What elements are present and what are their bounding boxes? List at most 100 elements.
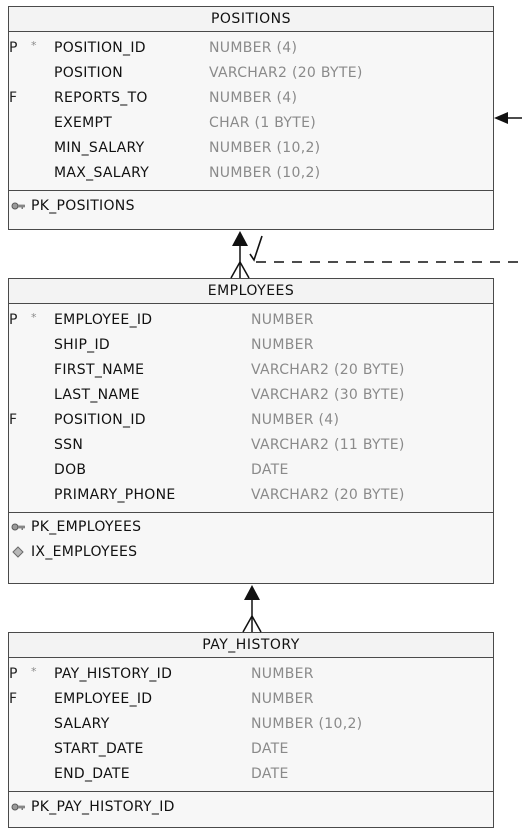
- column-type: VARCHAR2 (30 BYTE): [251, 387, 405, 403]
- column-type: NUMBER: [251, 312, 314, 328]
- column-row[interactable]: SSN VARCHAR2 (11 BYTE): [9, 433, 493, 458]
- key-flag: F: [9, 90, 18, 106]
- column-row[interactable]: F EMPLOYEE_ID NUMBER: [9, 687, 493, 712]
- column-row[interactable]: P * EMPLOYEE_ID NUMBER: [9, 308, 493, 333]
- mandatory-flag: *: [31, 39, 37, 52]
- column-name: EMPLOYEE_ID: [54, 312, 153, 328]
- crowfoot-line: [251, 615, 262, 633]
- constraint-list: PK_POSITIONS: [9, 190, 493, 219]
- key-flag: P: [9, 312, 18, 328]
- key-icon: [11, 803, 25, 811]
- column-row[interactable]: F POSITION_ID NUMBER (4): [9, 408, 493, 433]
- index-diamond-icon: [12, 546, 24, 558]
- column-type: VARCHAR2 (20 BYTE): [251, 362, 405, 378]
- column-row[interactable]: SHIP_ID NUMBER: [9, 333, 493, 358]
- table-title: POSITIONS: [9, 7, 493, 32]
- constraint-row[interactable]: IX_EMPLOYEES: [9, 540, 493, 565]
- constraint-list: PK_PAY_HISTORY_ID: [9, 791, 493, 820]
- column-name: LAST_NAME: [54, 387, 140, 403]
- column-name: MAX_SALARY: [54, 165, 150, 181]
- arrowhead-icon: [494, 112, 508, 124]
- column-type: VARCHAR2 (20 BYTE): [209, 65, 363, 81]
- key-icon: [11, 202, 25, 210]
- key-flag: F: [9, 691, 18, 707]
- table-positions[interactable]: POSITIONS P * POSITION_ID NUMBER (4) POS…: [8, 6, 494, 230]
- column-list: P * POSITION_ID NUMBER (4) POSITION VARC…: [9, 32, 493, 190]
- table-pay-history[interactable]: PAY_HISTORY P * PAY_HISTORY_ID NUMBER F …: [8, 632, 494, 828]
- column-row[interactable]: SALARY NUMBER (10,2): [9, 712, 493, 737]
- column-name: SHIP_ID: [54, 337, 110, 353]
- constraint-name: PK_POSITIONS: [31, 198, 135, 214]
- column-name: SSN: [54, 437, 84, 453]
- column-name: SALARY: [54, 716, 110, 732]
- column-type: NUMBER (4): [209, 90, 298, 106]
- column-row[interactable]: START_DATE DATE: [9, 737, 493, 762]
- column-row[interactable]: MAX_SALARY NUMBER (10,2): [9, 161, 493, 186]
- constraint-row[interactable]: PK_POSITIONS: [9, 194, 493, 219]
- column-type: NUMBER (10,2): [209, 140, 321, 156]
- constraint-list: PK_EMPLOYEES IX_EMPLOYEES: [9, 512, 493, 565]
- crowfoot-line: [242, 615, 253, 633]
- column-name: END_DATE: [54, 766, 130, 782]
- column-type: DATE: [251, 741, 289, 757]
- column-type: DATE: [251, 462, 289, 478]
- column-name: DOB: [54, 462, 87, 478]
- relationship-payhistory-employees[interactable]: [242, 585, 262, 633]
- column-row[interactable]: MIN_SALARY NUMBER (10,2): [9, 136, 493, 161]
- column-name: POSITION: [54, 65, 124, 81]
- column-list: P * PAY_HISTORY_ID NUMBER F EMPLOYEE_ID …: [9, 658, 493, 791]
- arrowhead-icon: [244, 585, 260, 600]
- arrowhead-icon: [232, 231, 248, 246]
- key-flag: P: [9, 40, 18, 56]
- column-name: PRIMARY_PHONE: [54, 487, 176, 503]
- column-name: MIN_SALARY: [54, 140, 145, 156]
- column-type: NUMBER: [251, 337, 314, 353]
- table-title: PAY_HISTORY: [9, 633, 493, 658]
- column-name: FIRST_NAME: [54, 362, 145, 378]
- column-row[interactable]: END_DATE DATE: [9, 762, 493, 787]
- column-name: EMPLOYEE_ID: [54, 691, 153, 707]
- column-row[interactable]: P * PAY_HISTORY_ID NUMBER: [9, 662, 493, 687]
- column-row[interactable]: DOB DATE: [9, 458, 493, 483]
- key-icon: [11, 523, 25, 531]
- column-type: NUMBER: [251, 666, 314, 682]
- column-type: NUMBER (4): [209, 40, 298, 56]
- constraint-name: PK_PAY_HISTORY_ID: [31, 799, 175, 815]
- column-name: PAY_HISTORY_ID: [54, 666, 173, 682]
- table-employees[interactable]: EMPLOYEES P * EMPLOYEE_ID NUMBER SHIP_ID…: [8, 278, 494, 584]
- key-flag: F: [9, 412, 18, 428]
- column-name: REPORTS_TO: [54, 90, 148, 106]
- crowfoot-line: [239, 261, 250, 279]
- crowfoot-line: [230, 261, 241, 279]
- column-row[interactable]: EXEMPT CHAR (1 BYTE): [9, 111, 493, 136]
- column-type: NUMBER: [251, 691, 314, 707]
- checkmark-icon: [249, 235, 263, 262]
- relationship-positions-self[interactable]: [494, 112, 522, 124]
- constraint-row[interactable]: PK_PAY_HISTORY_ID: [9, 795, 493, 820]
- constraint-name: IX_EMPLOYEES: [31, 544, 138, 560]
- column-type: VARCHAR2 (20 BYTE): [251, 487, 405, 503]
- relationship-employees-positions[interactable]: [230, 231, 522, 279]
- column-type: NUMBER (10,2): [251, 716, 363, 732]
- column-row[interactable]: FIRST_NAME VARCHAR2 (20 BYTE): [9, 358, 493, 383]
- column-name: POSITION_ID: [54, 412, 146, 428]
- column-type: VARCHAR2 (11 BYTE): [251, 437, 405, 453]
- mandatory-flag: *: [31, 665, 37, 678]
- mandatory-flag: *: [31, 311, 37, 324]
- constraint-name: PK_EMPLOYEES: [31, 519, 142, 535]
- column-type: DATE: [251, 766, 289, 782]
- column-row[interactable]: PRIMARY_PHONE VARCHAR2 (20 BYTE): [9, 483, 493, 508]
- column-name: START_DATE: [54, 741, 144, 757]
- column-row[interactable]: POSITION VARCHAR2 (20 BYTE): [9, 61, 493, 86]
- column-type: CHAR (1 BYTE): [209, 115, 317, 131]
- table-title: EMPLOYEES: [9, 279, 493, 304]
- column-type: NUMBER (10,2): [209, 165, 321, 181]
- column-list: P * EMPLOYEE_ID NUMBER SHIP_ID NUMBER FI…: [9, 304, 493, 512]
- column-name: POSITION_ID: [54, 40, 146, 56]
- column-row[interactable]: LAST_NAME VARCHAR2 (30 BYTE): [9, 383, 493, 408]
- column-name: EXEMPT: [54, 115, 113, 131]
- column-row[interactable]: P * POSITION_ID NUMBER (4): [9, 36, 493, 61]
- column-row[interactable]: F REPORTS_TO NUMBER (4): [9, 86, 493, 111]
- key-flag: P: [9, 666, 18, 682]
- constraint-row[interactable]: PK_EMPLOYEES: [9, 515, 493, 540]
